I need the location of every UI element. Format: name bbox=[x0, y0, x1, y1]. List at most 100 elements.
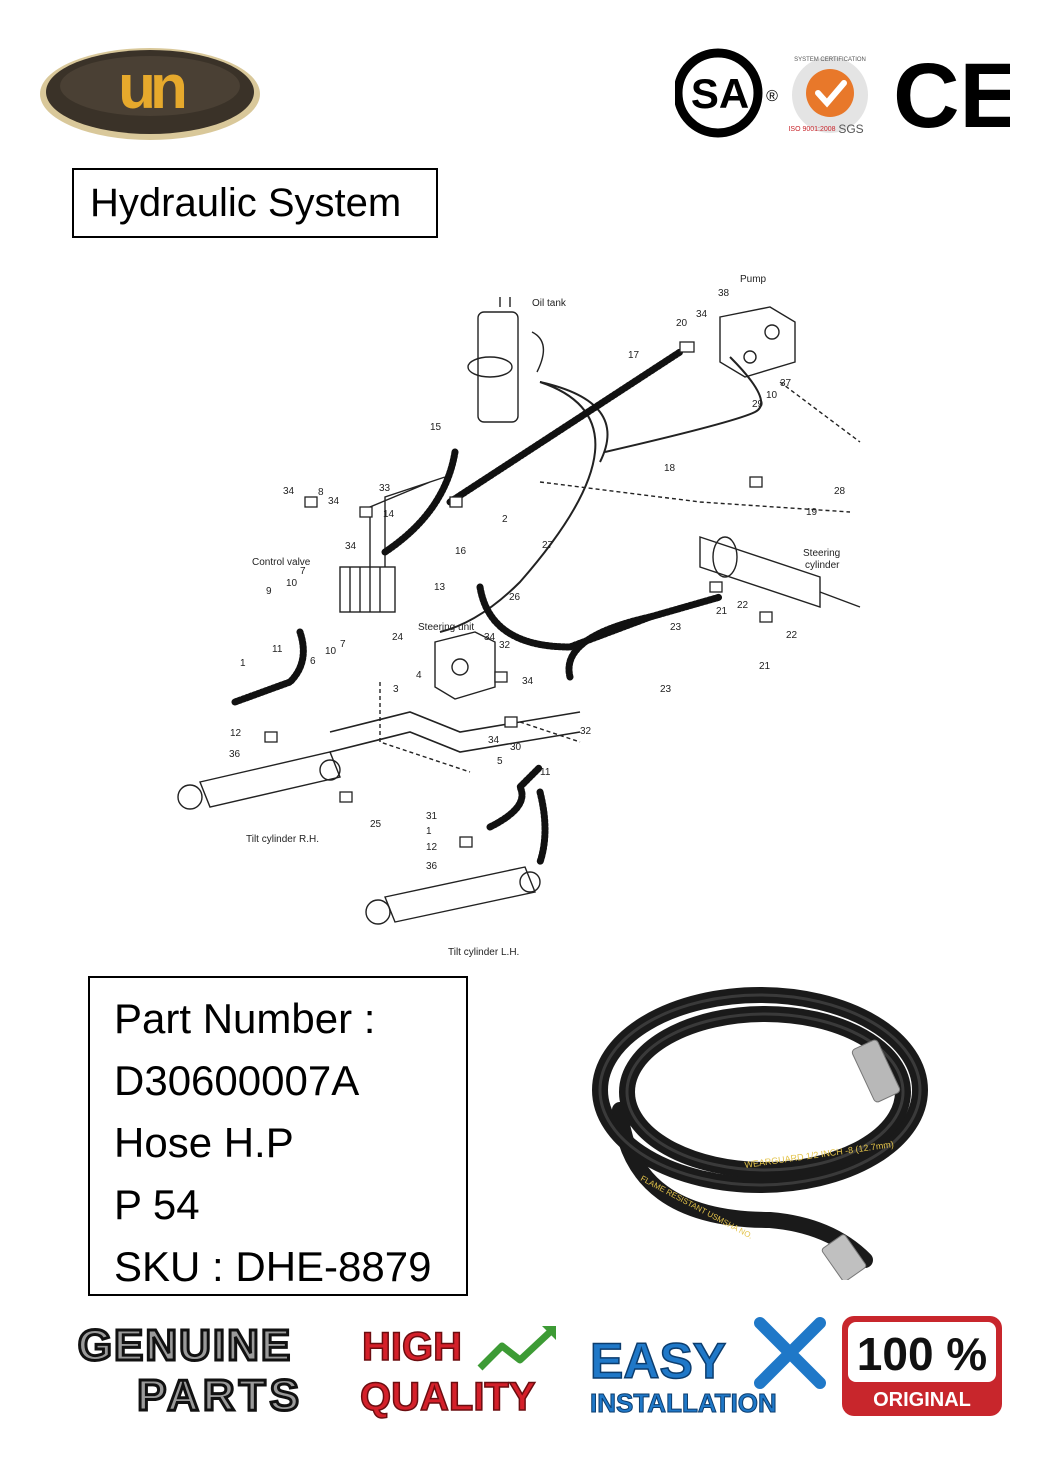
callout: 26 bbox=[509, 592, 521, 603]
tools-icon bbox=[754, 1317, 826, 1389]
svg-text:INSTALLATION: INSTALLATION bbox=[590, 1388, 777, 1418]
callout: 5 bbox=[497, 756, 503, 767]
callout: 3 bbox=[393, 684, 399, 695]
callout: 23 bbox=[660, 684, 672, 695]
callout: 34 bbox=[696, 309, 708, 320]
easy-installation-badge: EASY INSTALLATION bbox=[589, 1317, 826, 1419]
svg-text:GENUINE: GENUINE bbox=[78, 1321, 292, 1370]
svg-text:®: ® bbox=[766, 88, 778, 105]
callout: 10 bbox=[286, 578, 298, 589]
callout: 12 bbox=[426, 842, 438, 853]
callout: 8 bbox=[318, 487, 324, 498]
label-tilt-lh: Tilt cylinder L.H. bbox=[448, 947, 519, 958]
callout: 17 bbox=[628, 350, 640, 361]
label-steering-cylinder-2: cylinder bbox=[805, 560, 840, 571]
certification-marks: SA ® SYSTEM CERTIFICATION ISO 9001:2008 … bbox=[675, 45, 1010, 140]
callout: 38 bbox=[718, 288, 730, 299]
callout: 15 bbox=[430, 422, 442, 433]
callout: 21 bbox=[759, 661, 771, 672]
callout: 25 bbox=[370, 819, 382, 830]
sgs-iso-mark: SYSTEM CERTIFICATION ISO 9001:2008 SGS bbox=[788, 57, 868, 136]
callout: 32 bbox=[499, 640, 511, 651]
callout: 31 bbox=[426, 811, 438, 822]
hose-fitting-top bbox=[851, 1039, 901, 1103]
callout: 2 bbox=[502, 514, 508, 525]
callout: 30 bbox=[510, 742, 522, 753]
callout: 34 bbox=[328, 496, 340, 507]
part-info-box: Part Number : D30600007A Hose H.P P 54 S… bbox=[88, 976, 468, 1296]
part-description: Hose H.P bbox=[114, 1119, 294, 1166]
part-number-label: Part Number : bbox=[114, 995, 376, 1042]
label-steering-unit: Steering unit bbox=[418, 622, 474, 633]
svg-text:PARTS: PARTS bbox=[137, 1371, 303, 1420]
callout: 9 bbox=[266, 586, 272, 597]
callout: 28 bbox=[834, 486, 846, 497]
callout: 16 bbox=[455, 546, 467, 557]
callout: 18 bbox=[664, 463, 676, 474]
callout: 37 bbox=[780, 378, 792, 389]
genuine-parts-badge: GENUINE PARTS bbox=[76, 1320, 303, 1422]
svg-text:100 %: 100 % bbox=[857, 1328, 987, 1380]
callout: 1 bbox=[240, 658, 246, 669]
callout: 13 bbox=[434, 582, 446, 593]
callout: 33 bbox=[379, 483, 391, 494]
callout: 34 bbox=[283, 486, 295, 497]
steering-cylinder-part bbox=[699, 536, 861, 608]
callout: 34 bbox=[488, 735, 500, 746]
callout: 22 bbox=[737, 600, 749, 611]
svg-text:SGS: SGS bbox=[838, 122, 863, 136]
callout: 4 bbox=[416, 670, 422, 681]
hose-product-image: WEARGUARD 1/2 INCH -8 (12.7mm) FLAME RES… bbox=[592, 987, 928, 1280]
label-pump: Pump bbox=[740, 274, 767, 285]
callout: 6 bbox=[310, 656, 316, 667]
callout: 34 bbox=[345, 541, 357, 552]
tilt-cylinder-lh-part bbox=[365, 866, 541, 925]
csa-mark: SA ® bbox=[675, 48, 778, 138]
tilt-cylinder-rh-part bbox=[177, 751, 341, 810]
control-valve-part bbox=[339, 566, 396, 613]
label-control-valve: Control valve bbox=[252, 557, 311, 568]
hose-fitting-bottom bbox=[821, 1234, 867, 1280]
callout: 32 bbox=[580, 726, 592, 737]
svg-text:ORIGINAL: ORIGINAL bbox=[873, 1389, 971, 1411]
callout: 36 bbox=[229, 749, 241, 760]
svg-text:CE: CE bbox=[893, 45, 1010, 140]
callout: 29 bbox=[752, 399, 764, 410]
callout: 7 bbox=[300, 566, 306, 577]
quality-badges: GENUINE PARTS HIGH QUALITY EASY INSTALLA… bbox=[76, 1316, 1002, 1422]
pump-part bbox=[719, 306, 796, 378]
steering-unit-part bbox=[434, 631, 496, 700]
callout: 11 bbox=[540, 767, 551, 778]
callout: 22 bbox=[786, 630, 798, 641]
logo-text: un bbox=[118, 53, 185, 122]
callout: 11 bbox=[272, 644, 283, 655]
original-badge: 100 % ORIGINAL bbox=[842, 1316, 1002, 1416]
svg-text:ISO 9001:2008: ISO 9001:2008 bbox=[788, 126, 835, 133]
label-steering-cylinder-1: Steering bbox=[803, 548, 840, 559]
callout: 27 bbox=[542, 540, 554, 551]
callout: 23 bbox=[670, 622, 682, 633]
svg-text:EASY: EASY bbox=[590, 1333, 726, 1389]
callout: 7 bbox=[340, 639, 346, 650]
callout: 20 bbox=[676, 318, 688, 329]
label-tilt-rh: Tilt cylinder R.H. bbox=[246, 834, 319, 845]
callout: 34 bbox=[484, 632, 496, 643]
label-oil-tank: Oil tank bbox=[532, 298, 567, 309]
callout: 1 bbox=[426, 826, 432, 837]
svg-text:SYSTEM CERTIFICATION: SYSTEM CERTIFICATION bbox=[794, 57, 866, 63]
callout: 14 bbox=[383, 509, 395, 520]
svg-text:SA: SA bbox=[691, 70, 749, 117]
oil-tank-part bbox=[467, 297, 545, 423]
ce-mark: CE bbox=[893, 45, 1010, 140]
callout: 12 bbox=[230, 728, 242, 739]
callout: 24 bbox=[392, 632, 404, 643]
callout: 34 bbox=[522, 676, 534, 687]
high-quality-badge: HIGH QUALITY bbox=[359, 1324, 556, 1420]
callout: 10 bbox=[766, 390, 778, 401]
callout: 21 bbox=[716, 606, 728, 617]
brand-logo: un bbox=[40, 48, 260, 140]
callout: 10 bbox=[325, 646, 337, 657]
svg-text:HIGH: HIGH bbox=[362, 1325, 462, 1369]
callout: 19 bbox=[806, 507, 818, 518]
callout: 36 bbox=[426, 861, 438, 872]
